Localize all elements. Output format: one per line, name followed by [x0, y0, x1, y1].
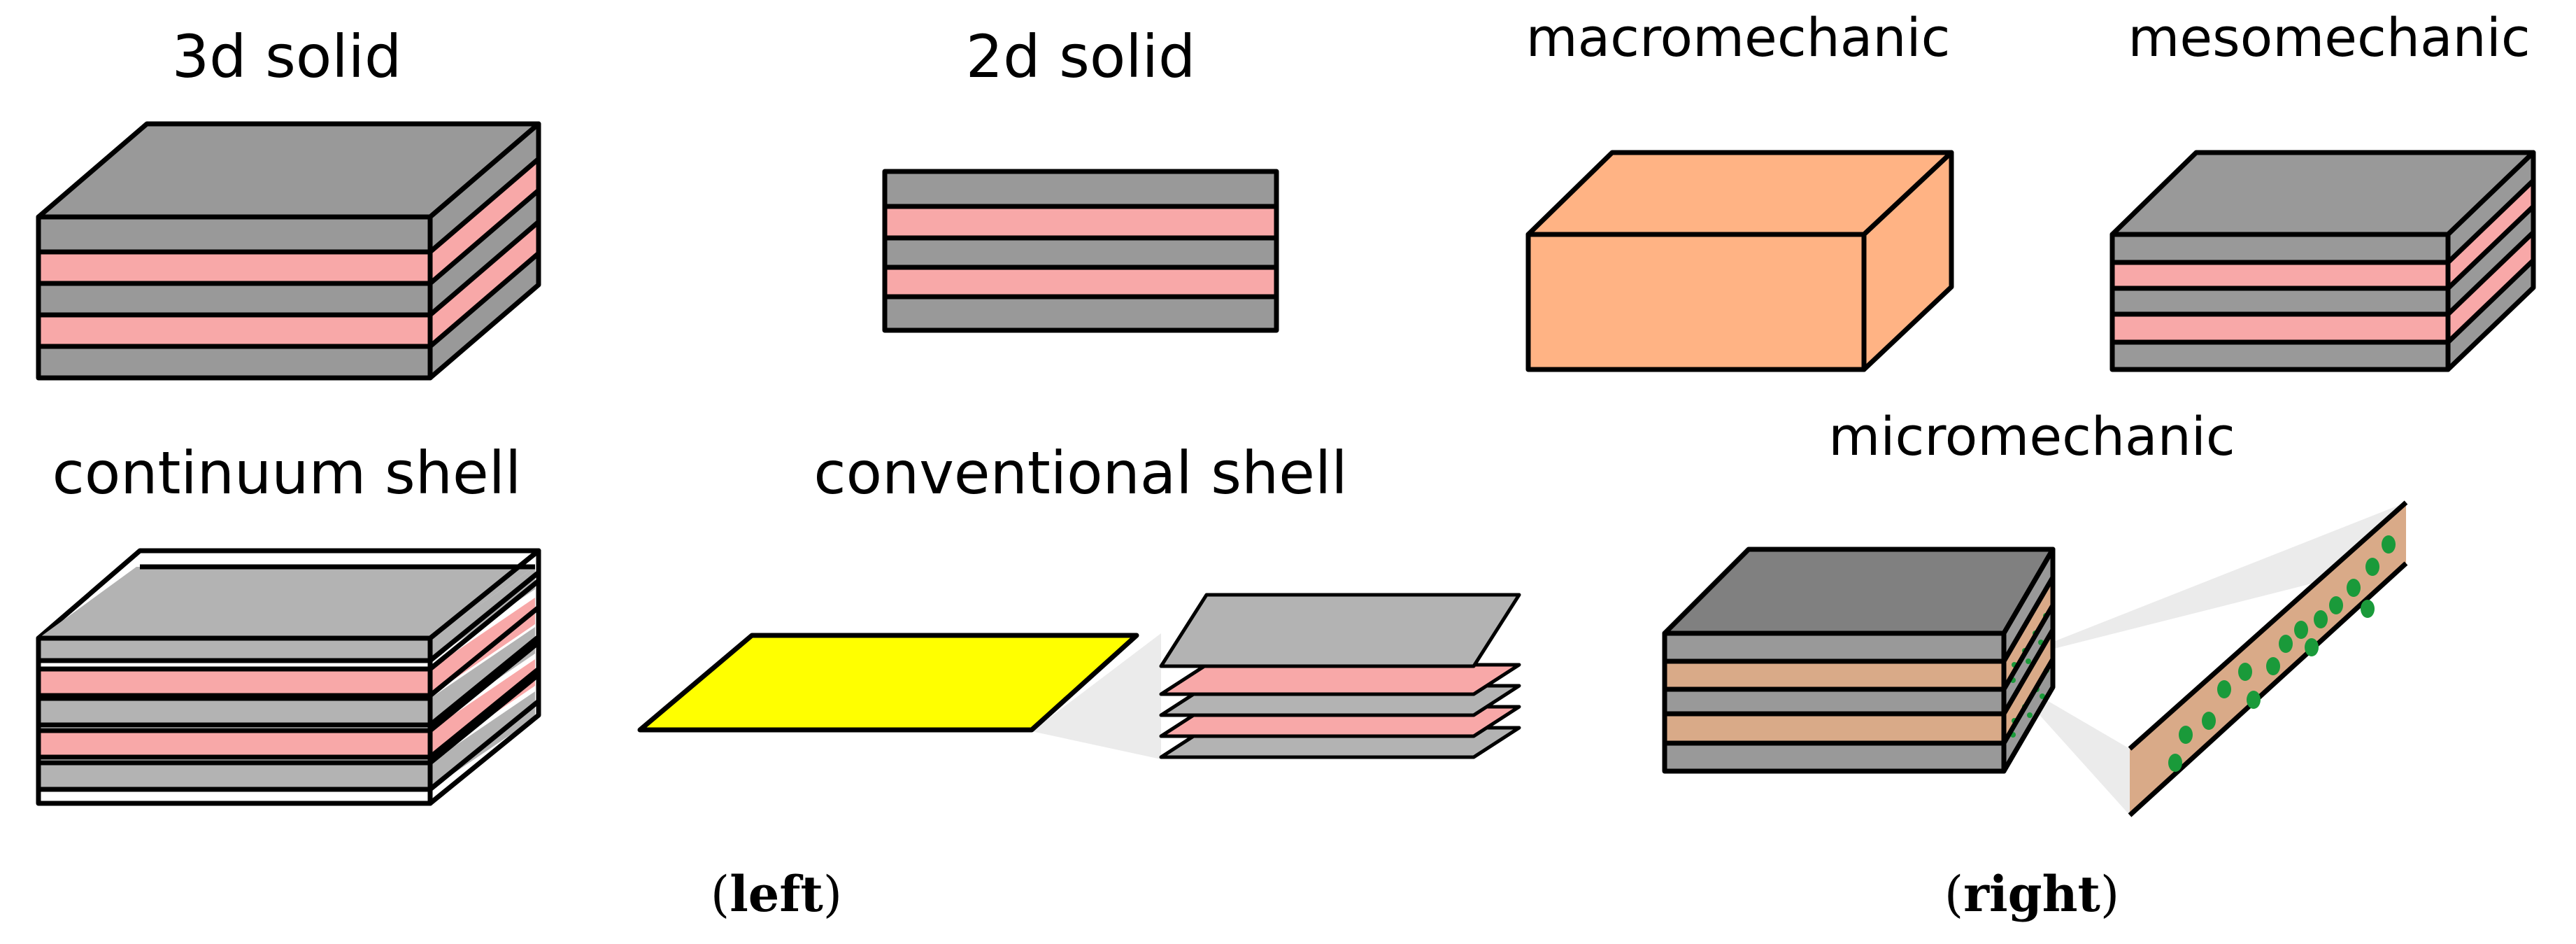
solid-3d-layer	[38, 217, 430, 252]
macromechanic-block	[1525, 150, 1954, 372]
micro-side-layer	[2004, 549, 2053, 661]
solid-3d-figure	[36, 121, 541, 381]
meso-edges	[2109, 150, 2536, 372]
conventional-shell-figure	[637, 593, 1521, 759]
micro-layer	[1665, 633, 2004, 661]
solid-2d-layer	[885, 267, 1276, 297]
solid-3d-layer	[38, 283, 430, 315]
meso-layer	[2112, 262, 2448, 288]
continuum-gap	[38, 725, 430, 731]
solid-2d-layer	[885, 171, 1276, 206]
meso-side-layer	[2448, 206, 2533, 314]
continuum-gap	[38, 757, 430, 763]
conventional-ply	[1159, 593, 1521, 668]
label-continuum-shell: continuum shell	[52, 439, 522, 507]
label-conventional-shell: conventional shell	[813, 439, 1347, 507]
solid-3d-layer	[38, 252, 430, 283]
meso-layer	[2112, 314, 2448, 342]
micro-zoom-cone	[2004, 502, 2406, 661]
solid-3d-side-layer	[430, 253, 539, 378]
micro-side-layer	[2004, 630, 2053, 743]
solid-3d-side-layer	[430, 159, 539, 283]
meso-side-layer	[2448, 153, 2533, 262]
micro-layer	[1665, 661, 2004, 689]
solid-2d-edges	[882, 169, 1279, 333]
micro-side-layer	[2004, 577, 2053, 689]
micro-ply-strip	[2130, 502, 2406, 815]
micro-edges	[1662, 547, 2056, 774]
label-3d-solid: 3d solid	[172, 22, 402, 91]
label-2d-solid: 2d solid	[966, 22, 1196, 91]
continuum-gap	[38, 789, 430, 803]
continuum-sheet	[38, 669, 430, 696]
continuum-side-sheet	[430, 627, 535, 725]
label-micromechanic: micromechanic	[1828, 405, 2235, 467]
solid-2d-layer	[885, 297, 1276, 330]
micro-layer	[1665, 743, 2004, 771]
solid-2d-figure	[882, 169, 1279, 333]
solid-3d-side-layer	[430, 222, 539, 346]
continuum-edges	[36, 548, 541, 806]
meso-layer	[2112, 288, 2448, 314]
label-macromechanic: macromechanic	[1526, 6, 1951, 69]
continuum-sheet	[38, 763, 430, 789]
micro-layer	[1665, 714, 2004, 743]
meso-side-layer	[2448, 181, 2533, 288]
solid-3d-layer	[38, 315, 430, 346]
solid-2d-layer	[885, 238, 1276, 267]
label-mesomechanic: mesomechanic	[2128, 6, 2530, 69]
solid-3d-side-layer	[430, 190, 539, 315]
micro-top-face	[1662, 547, 2056, 636]
meso-side-layer	[2448, 232, 2533, 342]
meso-layer	[2112, 342, 2448, 369]
continuum-sheet	[38, 731, 430, 757]
continuum-side-sheet	[430, 598, 535, 696]
solid-3d-edges	[36, 121, 541, 381]
micromechanic-figure	[1662, 500, 2408, 817]
continuum-side-sheet	[430, 659, 535, 757]
micro-layer	[1665, 689, 2004, 714]
mesomechanic-block	[2109, 150, 2536, 372]
conventional-ply	[1159, 663, 1521, 696]
caption-right: (right)	[1944, 865, 2119, 923]
solid-3d-side-layer	[430, 124, 539, 252]
micro-ply-strip-edge	[2128, 500, 2408, 751]
continuum-sheet	[38, 698, 430, 725]
micro-ply-strip-edge	[2128, 561, 2408, 817]
continuum-sheet	[38, 567, 535, 638]
continuum-shell-figure	[36, 548, 541, 806]
micro-fibers	[2168, 535, 2396, 772]
conventional-zoom-cone	[1032, 633, 1161, 759]
solid-2d-layer	[885, 206, 1276, 238]
meso-layer	[2112, 234, 2448, 262]
continuum-sheet	[38, 638, 430, 661]
caption-left: (left)	[711, 865, 842, 923]
conventional-shell-plate	[637, 633, 1139, 733]
meso-side-layer	[2448, 260, 2533, 369]
continuum-side-sheet	[430, 691, 535, 789]
macro-front-face	[1525, 232, 1867, 372]
solid-3d-layer	[38, 346, 430, 378]
